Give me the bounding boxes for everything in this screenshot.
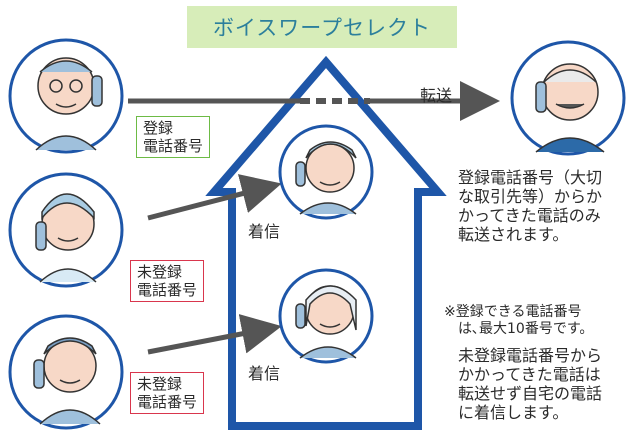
caller-middle-avatar <box>8 172 124 288</box>
service-title: ボイスワープセレクト <box>187 6 457 48</box>
incoming-label-top: 着信 <box>248 222 281 241</box>
incoming-arrow-top <box>147 174 282 221</box>
registered-transfer-note: 登録電話番号（大切 な取引先等）からか かってきた電話のみ 転送されます。 <box>458 168 603 244</box>
registered-number-tag: 登録 電話番号 <box>136 116 211 158</box>
receiver-bottom-avatar <box>278 268 374 364</box>
incoming-arrow-bottom <box>147 314 282 355</box>
transfer-destination-avatar <box>510 40 626 156</box>
caller-bottom-avatar <box>8 314 124 430</box>
unregistered-note: 未登録電話番号から かかってきた電話は 転送せず自宅の電話 に着信します。 <box>458 346 603 422</box>
registration-limit-note: ※登録できる電話番号 は､最大10番号です。 <box>444 304 594 337</box>
transfer-label: 転送 <box>420 86 453 105</box>
caller-top-avatar <box>8 38 124 154</box>
unregistered-number-tag-bottom: 未登録 電話番号 <box>130 372 205 414</box>
unregistered-number-tag-middle: 未登録 電話番号 <box>130 260 205 302</box>
incoming-label-bottom: 着信 <box>248 364 281 383</box>
receiver-top-avatar <box>278 124 374 220</box>
